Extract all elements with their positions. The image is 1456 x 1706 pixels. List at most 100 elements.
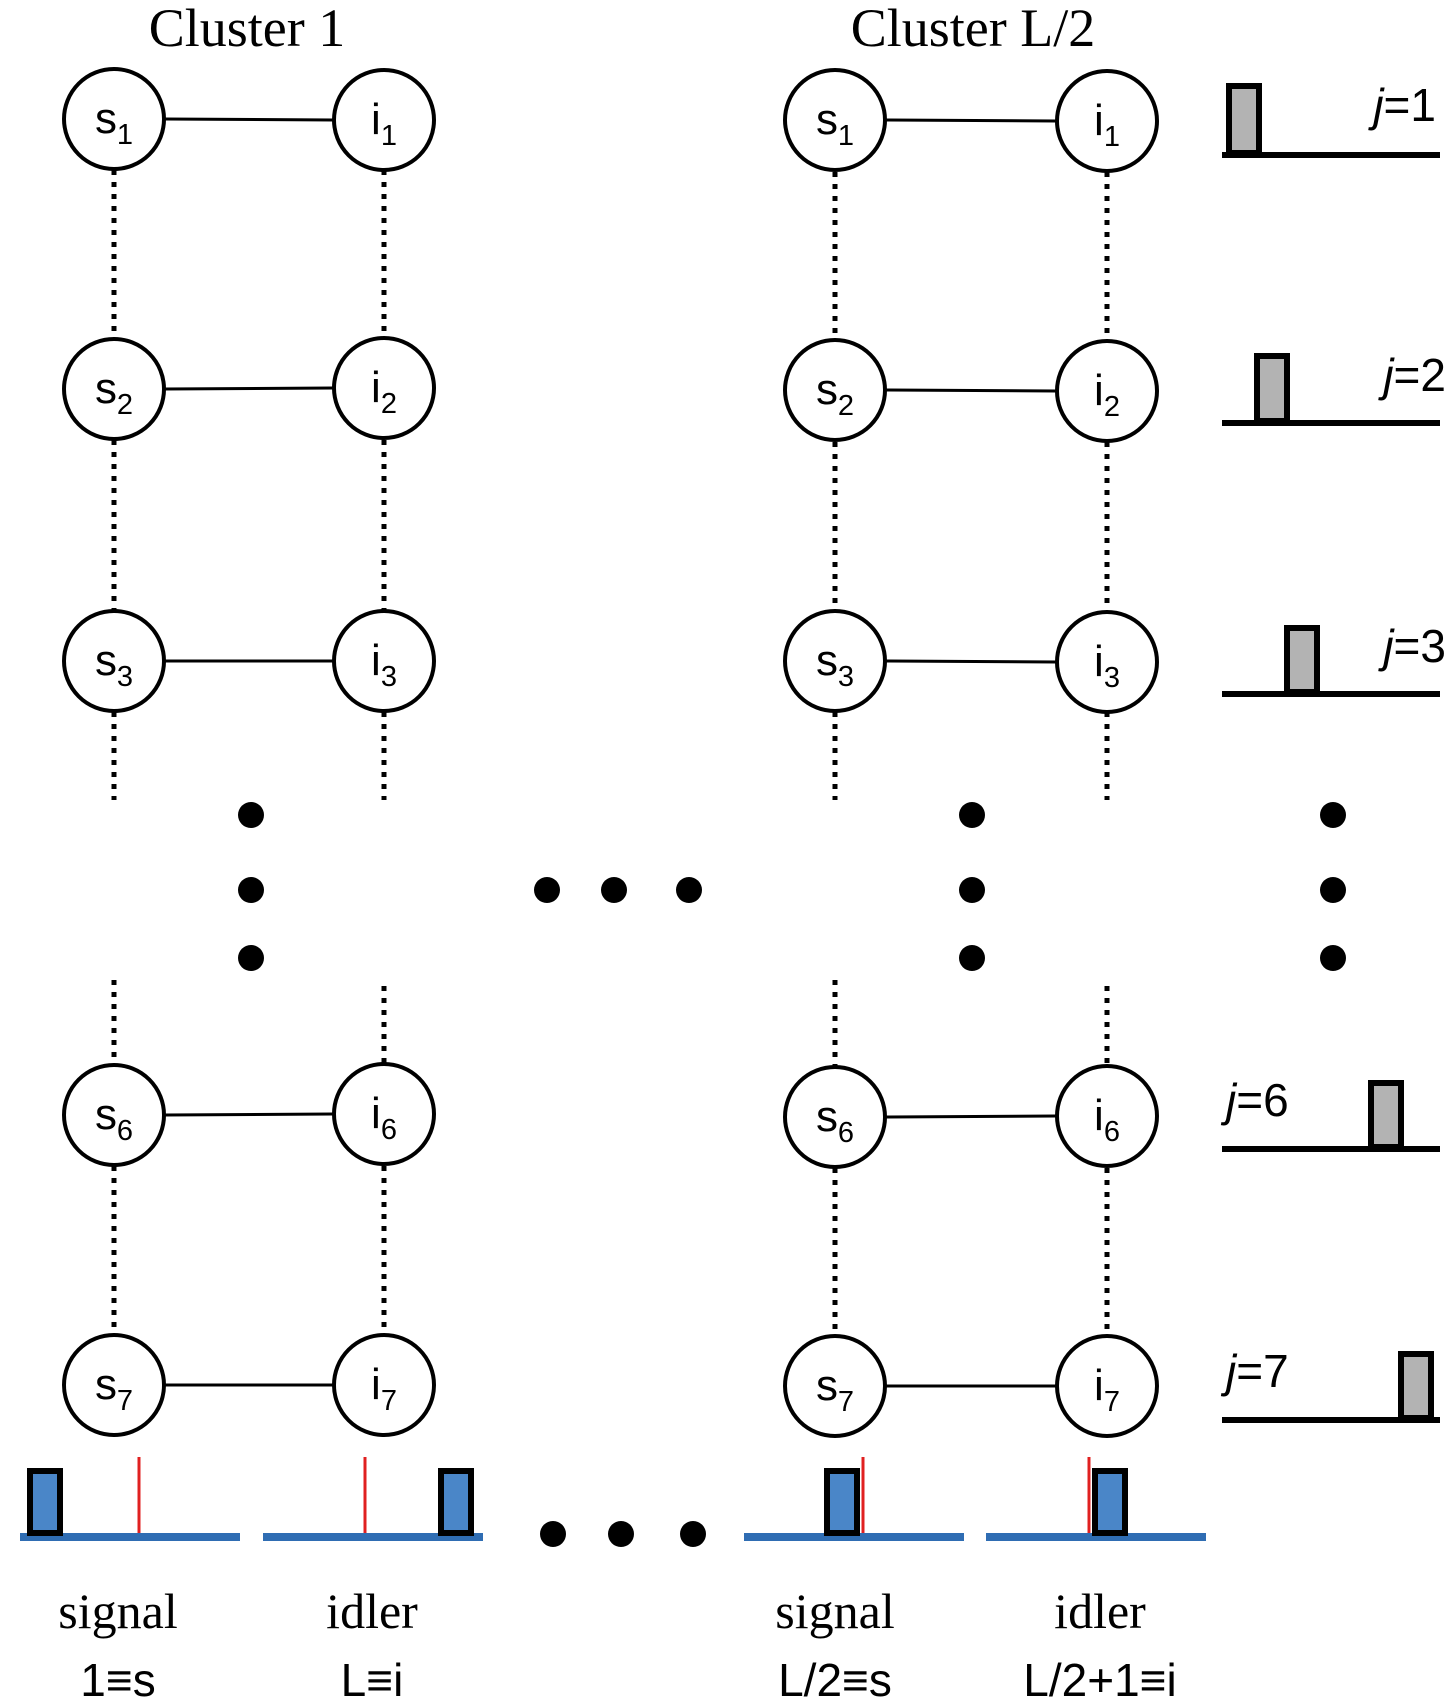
svg-text:s6: s6 [95,1090,133,1147]
gray-pulse [1254,353,1290,424]
cluster-l2-solid-links [885,118,1057,1388]
cluster-1-signal-pulse [20,1457,240,1541]
horizontal-ellipsis-middle [534,877,702,903]
svg-text:s7: s7 [95,1360,133,1417]
entangle-link [885,659,1057,664]
blue-pulse [1092,1468,1128,1536]
svg-text:i3: i3 [1094,637,1120,694]
cluster-1-title: Cluster 1 [149,0,346,58]
cluster-1-signal-label: signal [58,1583,177,1639]
idler-node: i7 [1055,1334,1159,1438]
gray-pulse [1226,83,1262,156]
gray-pulse [1284,625,1320,695]
cluster-1-idler-pulse [263,1457,483,1541]
svg-text:i7: i7 [371,1360,397,1417]
idler-node: i1 [1055,69,1159,173]
j-label: j=1 [1367,79,1436,131]
idler-node: i3 [332,609,436,713]
j-label: j=2 [1377,349,1446,401]
cluster-1-solid-links [164,117,334,1387]
cluster-l2-signal-sublabel: L/2≡s [778,1654,892,1706]
time-bin-j2: j=2 [1222,349,1446,426]
idler-node: i6 [332,1062,436,1166]
vertical-ellipsis-cluster-l2 [959,802,985,971]
blue-pulse [438,1468,474,1536]
svg-text:s7: s7 [816,1361,854,1418]
time-bin-j1: j=1 [1222,79,1440,158]
bottom-labels: signal 1≡s idler L≡i signal L/2≡s idler … [58,1583,1176,1706]
idler-node: i6 [1055,1064,1159,1168]
time-bin-j3: j=3 [1222,620,1446,697]
idler-node: i2 [1055,339,1159,443]
time-bin-j6: j=6 [1220,1074,1440,1152]
svg-text:i3: i3 [371,636,397,693]
entangle-link [164,1112,334,1117]
entangle-link [885,388,1057,393]
idler-node: i2 [332,336,436,440]
idler-node: i1 [332,68,436,172]
signal-node: s3 [783,609,887,713]
svg-text:i6: i6 [1094,1091,1120,1148]
signal-node: s6 [783,1065,887,1169]
svg-text:i2: i2 [371,363,397,420]
vertical-ellipsis-cluster-1 [238,802,264,971]
entangle-link [885,1114,1057,1119]
cluster-l2-signal-nodes: s1 s2 s3 s6 s7 [783,68,887,1438]
signal-node: s1 [783,68,887,172]
cluster-l2-signal-label: signal [775,1583,894,1639]
cluster-l2-dotted-links [832,172,1110,1334]
svg-text:i1: i1 [371,95,397,152]
signal-node: s7 [783,1334,887,1438]
cluster-1-idler-nodes: i1 i2 i3 i6 i7 [332,68,436,1437]
cluster-l2-title: Cluster L/2 [851,0,1095,58]
entangle-link [885,118,1057,123]
svg-text:i1: i1 [1094,96,1120,153]
cluster-l2-idler-pulse [986,1457,1206,1541]
bottom-pulse-diagrams [20,1457,1206,1541]
blue-pulse [824,1468,860,1536]
cluster-1: s1 s2 s3 s6 s7 i1 [62,67,436,1437]
signal-node: s2 [62,337,166,441]
cluster-l2-idler-label: idler [1054,1583,1146,1639]
svg-text:s2: s2 [95,364,133,421]
time-bin-j7: j=7 [1220,1345,1440,1423]
j-label: j=7 [1220,1345,1289,1397]
cluster-1-signal-sublabel: 1≡s [80,1654,155,1706]
entangle-link [164,386,334,391]
cluster-1-signal-nodes: s1 s2 s3 s6 s7 [62,67,166,1437]
svg-text:s1: s1 [816,95,854,152]
ellipsis-dots [238,802,1346,1547]
gray-pulse [1398,1351,1434,1421]
svg-text:s1: s1 [95,94,133,151]
cluster-1-idler-label: idler [326,1583,418,1639]
svg-text:s3: s3 [95,636,133,693]
svg-text:i2: i2 [1094,366,1120,423]
cluster-l2-idler-nodes: i1 i2 i3 i6 i7 [1055,69,1159,1438]
svg-text:i6: i6 [371,1089,397,1146]
entangle-link [164,117,334,122]
blue-pulse [27,1468,63,1536]
cluster-l2-signal-pulse [744,1457,964,1541]
idler-node: i3 [1055,610,1159,714]
signal-node: s7 [62,1333,166,1437]
idler-node: i7 [332,1333,436,1437]
signal-node: s2 [783,338,887,442]
svg-text:s6: s6 [816,1092,854,1149]
svg-text:s3: s3 [816,636,854,693]
cluster-l2-idler-sublabel: L/2+1≡i [1023,1654,1176,1706]
svg-text:i7: i7 [1094,1361,1120,1418]
gray-pulse [1368,1080,1404,1150]
j-label: j=3 [1377,620,1446,672]
horizontal-ellipsis-bottom [540,1521,706,1547]
time-bin-diagrams: j=1 j=2 j=3 j=6 j=7 [1220,79,1446,1423]
signal-node: s1 [62,67,166,171]
vertical-ellipsis-time-bins [1320,802,1346,971]
signal-node: s3 [62,609,166,713]
cluster-1-dotted-links [111,170,387,1334]
cluster-l2: s1 s2 s3 s6 s7 i1 [783,68,1159,1438]
j-label: j=6 [1220,1074,1289,1126]
svg-text:s2: s2 [816,365,854,422]
cluster-1-idler-sublabel: L≡i [341,1654,404,1706]
signal-node: s6 [62,1063,166,1167]
